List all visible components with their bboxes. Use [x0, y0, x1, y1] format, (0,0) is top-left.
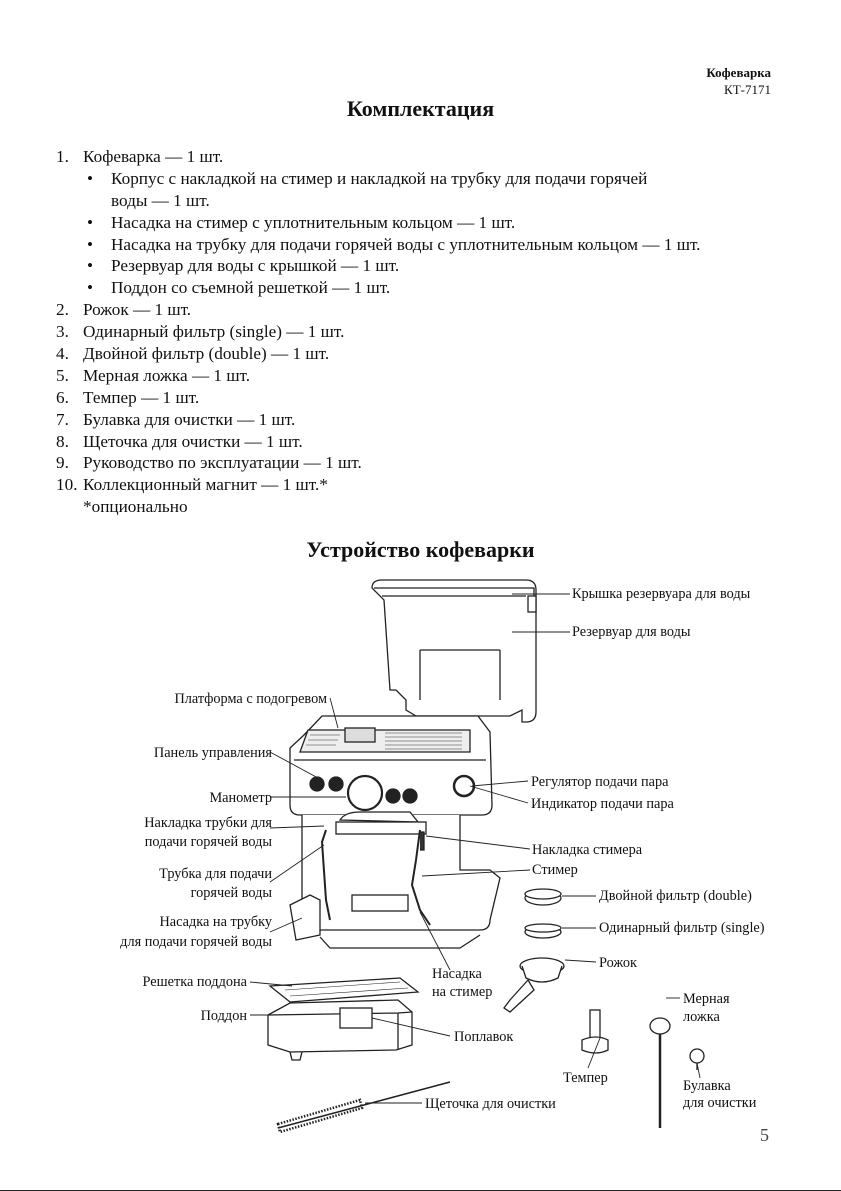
- label-steam-nozzle-2: на стимер: [432, 984, 492, 1000]
- label-tank: Резервуар для воды: [572, 624, 691, 640]
- item-text: Корпус с накладкой на стимер и накладкой…: [111, 168, 647, 190]
- label-single: Одинарный фильтр (single): [599, 920, 765, 936]
- item-text: Рожок — 1 шт.: [83, 299, 191, 321]
- label-hw-nozzle-1: Насадка на трубку: [159, 914, 272, 930]
- item-text: Булавка для очистки — 1 шт.: [83, 409, 295, 431]
- item-text: *опционально: [83, 496, 188, 518]
- item-text: Мерная ложка — 1 шт.: [83, 365, 250, 387]
- kit-list-item: 3. Одинарный фильтр (single) — 1 шт.: [56, 321, 796, 343]
- bullet: •: [87, 255, 93, 277]
- item-number: 5.: [56, 365, 69, 387]
- label-spoon-2: ложка: [683, 1009, 721, 1025]
- kit-list-item: 5. Мерная ложка — 1 шт.: [56, 365, 796, 387]
- page-number: 5: [760, 1125, 769, 1146]
- kit-list-item: 6. Темпер — 1 шт.: [56, 387, 796, 409]
- label-platform: Платформа с подогревом: [174, 691, 327, 707]
- water-tank-illustration: [372, 580, 536, 722]
- kit-title: Комплектация: [0, 96, 841, 122]
- item-number: 3.: [56, 321, 69, 343]
- label-hw-cover-1: Накладка трубки для: [144, 815, 272, 831]
- item-number: 4.: [56, 343, 69, 365]
- item-text: Насадка на трубку для подачи горячей вод…: [111, 234, 700, 256]
- label-pin-2: для очистки: [683, 1095, 757, 1111]
- label-steam-led: Индикатор подачи пара: [531, 796, 675, 812]
- item-text: Одинарный фильтр (single) — 1 шт.: [83, 321, 344, 343]
- kit-list: 1.Кофеварка — 1 шт.•Корпус с накладкой н…: [56, 146, 796, 518]
- kit-list-item: • Насадка на трубку для подачи горячей во…: [56, 234, 796, 256]
- label-hw-cover-2: подачи горячей воды: [145, 834, 273, 850]
- label-double: Двойной фильтр (double): [599, 888, 752, 904]
- item-number: 9.: [56, 452, 69, 474]
- kit-list-item: • Резервуар для воды с крышкой — 1 шт.: [56, 255, 796, 277]
- item-number: 8.: [56, 431, 69, 453]
- kit-list-item: воды — 1 шт.: [56, 190, 796, 212]
- label-lid: Крышка резервуара для воды: [572, 586, 751, 602]
- kit-list-item: 10. Коллекционный магнит — 1 шт.*: [56, 474, 796, 496]
- label-hw-tube-2: горячей воды: [191, 885, 273, 901]
- kit-list-item: • Корпус с накладкой на стимер и накладко…: [56, 168, 796, 190]
- label-grid: Решетка поддона: [143, 974, 248, 990]
- kit-list-item: *опционально: [56, 496, 796, 518]
- item-text: Кофеварка — 1 шт.: [83, 146, 223, 168]
- label-tray: Поддон: [201, 1008, 248, 1024]
- label-gauge: Манометр: [209, 790, 272, 806]
- item-text: Поддон со съемной решеткой — 1 шт.: [111, 277, 390, 299]
- item-text: Темпер — 1 шт.: [83, 387, 199, 409]
- label-pin-1: Булавка: [683, 1078, 731, 1094]
- item-text: Резервуар для воды с крышкой — 1 шт.: [111, 255, 399, 277]
- item-number: 10.: [56, 474, 77, 496]
- kit-list-item: 8. Щеточка для очистки — 1 шт.: [56, 431, 796, 453]
- label-float: Поплавок: [454, 1029, 513, 1045]
- item-text: Щеточка для очистки — 1 шт.: [83, 431, 303, 453]
- coffee-machine-diagram: Крышка резервуара для воды Резервуар для…: [0, 560, 841, 1140]
- label-spoon-1: Мерная: [683, 991, 730, 1007]
- label-hw-nozzle-2: для подачи горячей воды: [120, 934, 272, 950]
- product-name: Кофеварка: [706, 64, 771, 81]
- label-tamper: Темпер: [563, 1070, 608, 1086]
- item-text: Руководство по эксплуатации — 1 шт.: [83, 452, 362, 474]
- kit-list-item: 9. Руководство по эксплуатации — 1 шт.: [56, 452, 796, 474]
- kit-list-item: 1. Кофеварка — 1 шт.: [56, 146, 796, 168]
- item-number: 7.: [56, 409, 69, 431]
- label-hw-tube-1: Трубка для подачи: [159, 866, 272, 882]
- label-steamer-cover: Накладка стимера: [532, 842, 643, 858]
- item-text: воды — 1 шт.: [111, 190, 210, 212]
- label-panel: Панель управления: [154, 745, 273, 761]
- kit-list-item: 2. Рожок — 1 шт.: [56, 299, 796, 321]
- bullet: •: [87, 168, 93, 190]
- item-text: Коллекционный магнит — 1 шт.*: [83, 474, 328, 496]
- kit-list-item: • Поддон со съемной решеткой — 1 шт.: [56, 277, 796, 299]
- label-steamer: Стимер: [532, 862, 578, 878]
- bullet: •: [87, 234, 93, 256]
- kit-list-item: 4. Двойной фильтр (double) — 1 шт.: [56, 343, 796, 365]
- machine-body-illustration: [290, 716, 500, 948]
- item-number: 2.: [56, 299, 69, 321]
- bullet: •: [87, 212, 93, 234]
- item-number: 1.: [56, 146, 69, 168]
- bullet: •: [87, 277, 93, 299]
- kit-list-item: 7. Булавка для очистки — 1 шт.: [56, 409, 796, 431]
- label-steam-knob: Регулятор подачи пара: [531, 774, 669, 790]
- label-steam-nozzle-1: Насадка: [432, 966, 483, 982]
- item-text: Насадка на стимер с уплотнительным кольц…: [111, 212, 515, 234]
- item-number: 6.: [56, 387, 69, 409]
- drip-tray-illustration: [268, 978, 418, 1060]
- label-brush: Щеточка для очистки: [425, 1096, 556, 1112]
- label-portafilter: Рожок: [599, 955, 637, 971]
- item-text: Двойной фильтр (double) — 1 шт.: [83, 343, 329, 365]
- kit-list-item: • Насадка на стимер с уплотнительным коль…: [56, 212, 796, 234]
- page-header: Кофеварка КТ-7171: [706, 64, 771, 98]
